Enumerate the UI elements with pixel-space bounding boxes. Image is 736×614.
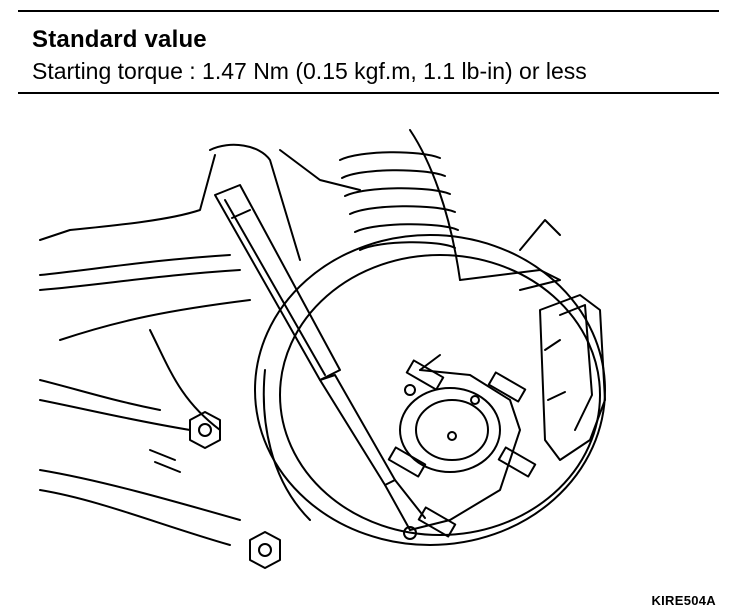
vehicle-frame [39,143,361,431]
spec-title: Standard value [32,26,207,53]
brake-caliper [539,294,606,461]
brake-torque-illustration [39,129,606,569]
spec-value: Starting torque : 1.47 Nm (0.15 kgf.m, 1… [32,58,587,84]
figure-code: KIRE504A [651,593,716,608]
standard-value-box: Standard value Starting torque : 1.47 Nm… [18,10,719,94]
torque-tool [214,184,537,540]
coil-spring [339,129,561,291]
suspension-bolts [39,411,281,569]
